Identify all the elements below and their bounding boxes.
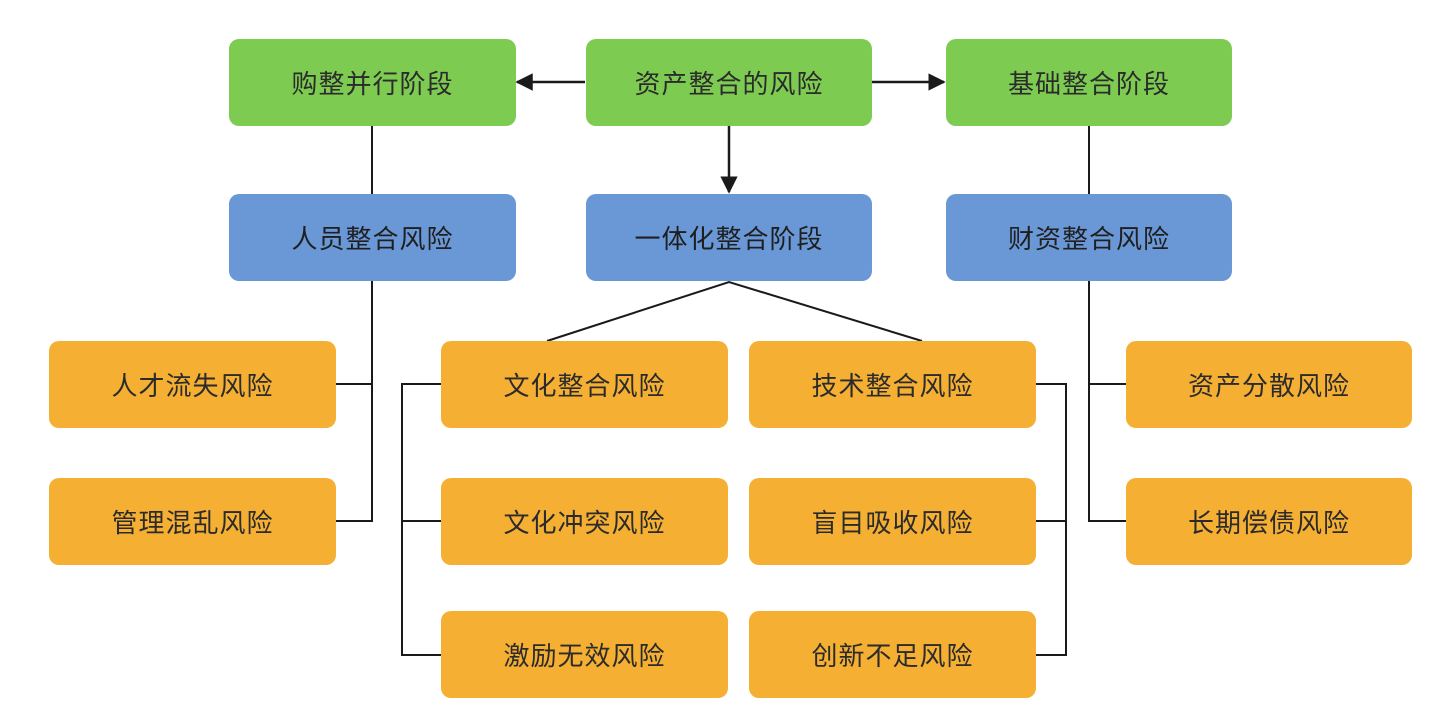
risk-management-chaos: 管理混乱风险 <box>49 478 336 565</box>
risk-incentive-ineffective: 激励无效风险 <box>441 611 728 698</box>
category-right: 财资整合风险 <box>946 194 1232 281</box>
line-center-split <box>546 280 923 342</box>
category-left: 人员整合风险 <box>229 194 516 281</box>
risk-culture-integration: 文化整合风险 <box>441 341 728 428</box>
risk-tech-integration: 技术整合风险 <box>749 341 1036 428</box>
stage-right: 基础整合阶段 <box>946 39 1232 126</box>
risk-talent-loss: 人才流失风险 <box>49 341 336 428</box>
line-right-category-trunk <box>1088 281 1126 522</box>
risk-long-term-debt: 长期偿债风险 <box>1126 478 1412 565</box>
risk-innovation-shortage: 创新不足风险 <box>749 611 1036 698</box>
line-culture-bracket <box>401 383 441 656</box>
line-left-category-trunk <box>336 281 373 522</box>
risk-culture-conflict: 文化冲突风险 <box>441 478 728 565</box>
risk-asset-dispersion: 资产分散风险 <box>1126 341 1412 428</box>
risk-blind-absorption: 盲目吸收风险 <box>749 478 1036 565</box>
stage-left: 购整并行阶段 <box>229 39 516 126</box>
root-node: 资产整合的风险 <box>586 39 872 126</box>
stage-center: 一体化整合阶段 <box>586 194 872 281</box>
line-tech-bracket <box>1036 383 1067 656</box>
